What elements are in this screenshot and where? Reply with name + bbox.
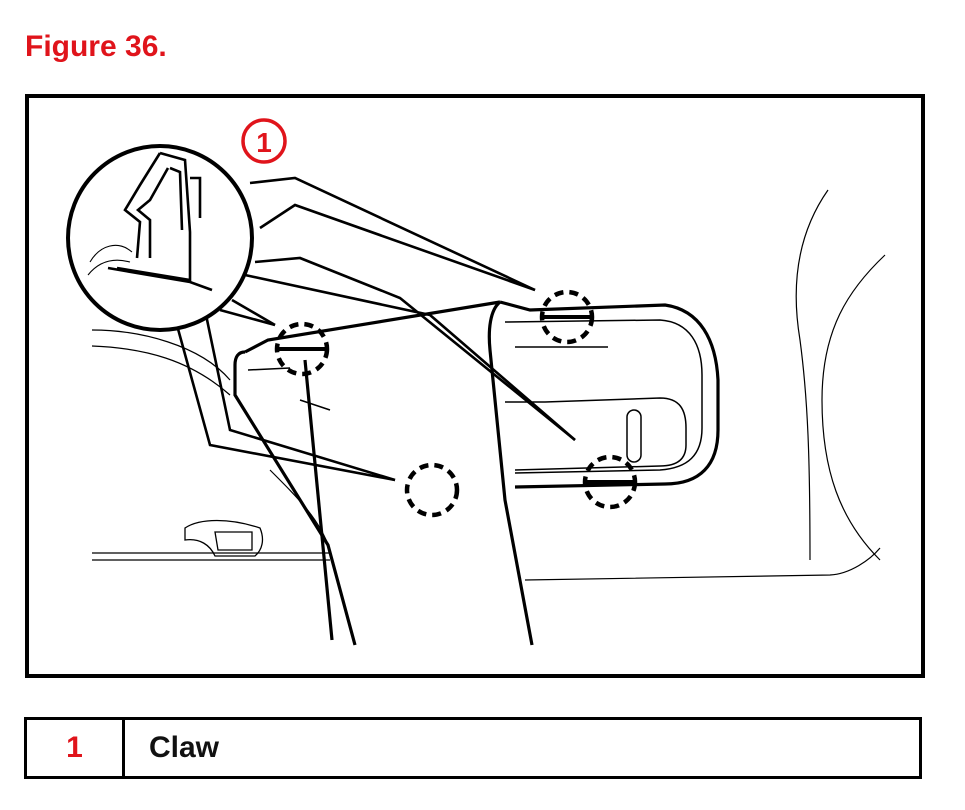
vehicle-background-lines [91, 189, 886, 581]
leader-lines [173, 176, 576, 482]
claw-markers [274, 289, 638, 518]
claw-marker-center [404, 462, 460, 518]
callout-number-circle [241, 118, 287, 164]
magnified-claw-circle [66, 144, 254, 332]
legend-label: Claw [149, 731, 220, 764]
claw-marker-bars [278, 315, 634, 484]
claw-marker-left [274, 321, 330, 377]
clip-detail [184, 519, 264, 557]
diagram-frame [25, 94, 925, 678]
figure-title: Figure 36. [25, 30, 167, 63]
magnified-body-lines [87, 244, 133, 276]
claw-marker-top-right [539, 289, 595, 345]
legend-table: 1 Claw [24, 717, 922, 779]
magnified-claw-drawing [107, 151, 213, 292]
garnish-inner-lines [247, 319, 703, 474]
callout-number: 1 [256, 127, 272, 158]
claw-marker-bottom-right [582, 454, 638, 510]
legend-number: 1 [27, 720, 125, 776]
